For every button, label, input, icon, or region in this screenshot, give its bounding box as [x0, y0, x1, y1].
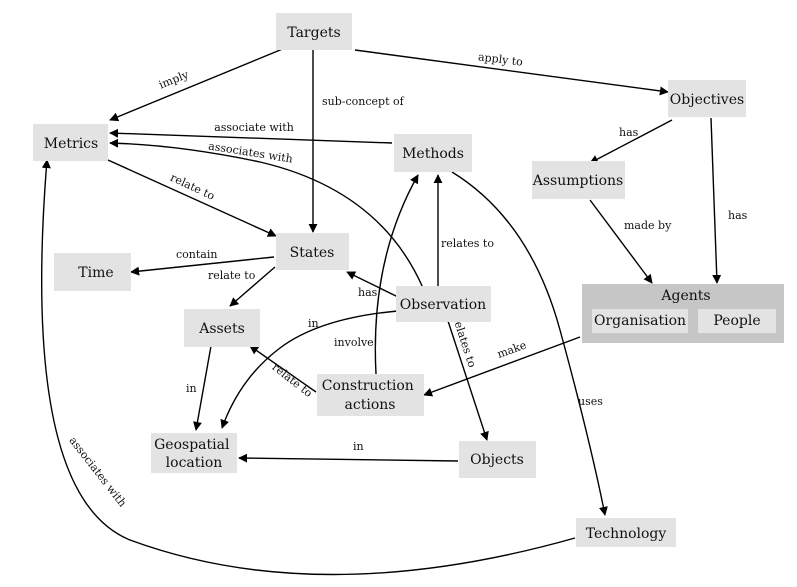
edge-targets-metrics: [109, 47, 286, 122]
edge-label-in-assets-geo: in: [186, 382, 197, 395]
edge-label-has-observation: has: [358, 286, 378, 299]
edge-label-associate-with: associate with: [214, 121, 294, 134]
edge-label-involve: involve: [334, 336, 374, 349]
node-time[interactable]: Time: [54, 253, 131, 291]
edge-technology-metrics: [40, 159, 576, 576]
edge-label-contain: contain: [176, 248, 217, 261]
edge-agents-construction: [423, 336, 581, 397]
edge-states-assets: [229, 266, 276, 307]
node-agents-group[interactable]: Agents Organisation People: [582, 284, 784, 343]
edge-label-associates-with-technology: associates with: [66, 434, 129, 509]
node-label-metrics: Metrics: [44, 136, 98, 152]
node-label-construction-line1: Construction: [322, 378, 414, 394]
node-label-agents: Agents: [660, 288, 710, 304]
node-construction-actions[interactable]: Construction actions: [317, 374, 424, 416]
edge-observation-objects: [447, 320, 489, 441]
edge-construction-assets: [249, 345, 317, 393]
edge-label-has-assumptions: has: [619, 126, 639, 139]
edge-metrics-states: [107, 159, 277, 237]
edge-states-time: [130, 256, 275, 276]
node-label-targets: Targets: [287, 25, 340, 41]
edge-assets-geo: [192, 345, 212, 431]
node-objectives[interactable]: Objectives: [668, 80, 746, 117]
node-label-assumptions: Assumptions: [532, 173, 623, 189]
node-organisation[interactable]: Organisation: [592, 309, 688, 333]
node-label-organisation: Organisation: [594, 313, 686, 329]
node-metrics[interactable]: Metrics: [33, 124, 108, 161]
node-label-technology: Technology: [586, 526, 667, 542]
edge-methods-metrics: [109, 128, 393, 144]
node-label-states: States: [290, 245, 335, 261]
node-geospatial-location[interactable]: Geospatial location: [151, 433, 237, 473]
node-label-observation: Observation: [400, 297, 486, 313]
node-label-geospatial-location: Geospatial location: [154, 437, 234, 471]
node-assets[interactable]: Assets: [184, 309, 260, 347]
edge-objects-geo: [238, 453, 459, 463]
edge-label-associates-with-methods: associates with: [207, 139, 293, 165]
node-label-objects: Objects: [470, 452, 524, 468]
edge-objectives-agents: [710, 117, 722, 284]
node-targets[interactable]: Targets: [276, 13, 352, 50]
nodes: Targets Metrics Objectives Methods Assum…: [33, 13, 784, 547]
node-technology[interactable]: Technology: [576, 518, 676, 547]
edge-label-uses: uses: [578, 395, 603, 408]
node-label-people: People: [713, 313, 760, 329]
edges: [40, 47, 722, 576]
node-label-geospatial-line1: Geospatial: [154, 437, 230, 453]
node-methods[interactable]: Methods: [394, 134, 472, 172]
edge-label-in-objects-geo: in: [353, 440, 364, 453]
edge-targets-objectives: [354, 49, 669, 96]
edge-label-sub-concept-of: sub-concept of: [322, 95, 405, 108]
edge-objectives-assumptions: [589, 119, 673, 164]
edge-observation-metrics: [109, 138, 424, 289]
edge-observation-geo: [220, 310, 399, 429]
node-people[interactable]: People: [698, 309, 776, 333]
edge-label-imply: imply: [157, 68, 191, 92]
edge-observation-states: [346, 271, 399, 298]
edge-assumptions-agents: [589, 199, 653, 284]
edge-label-made-by: made by: [624, 219, 672, 232]
edge-label-relate-to-construction-assets: relate to: [270, 361, 316, 401]
edge-label-in-observation-geo: in: [308, 317, 319, 330]
node-label-construction-actions: Construction actions: [322, 378, 419, 413]
node-objects[interactable]: Objects: [459, 441, 536, 478]
edge-label-relates-to-methods: relates to: [441, 237, 494, 250]
node-states[interactable]: States: [276, 233, 349, 270]
edge-label-relate-to-states-assets: relate to: [208, 269, 256, 282]
node-label-methods: Methods: [402, 146, 464, 162]
node-label-geospatial-line2: location: [166, 455, 223, 471]
node-observation[interactable]: Observation: [396, 286, 491, 322]
node-label-objectives: Objectives: [670, 92, 744, 108]
node-label-assets: Assets: [198, 321, 245, 337]
edge-label-has-agents: has: [728, 209, 748, 222]
node-assumptions[interactable]: Assumptions: [532, 161, 625, 199]
node-label-time: Time: [78, 265, 113, 281]
edge-methods-technology: [451, 171, 608, 516]
edge-construction-methods: [374, 174, 419, 375]
node-label-construction-line2: actions: [345, 397, 396, 413]
edge-label-apply-to: apply to: [477, 50, 524, 68]
